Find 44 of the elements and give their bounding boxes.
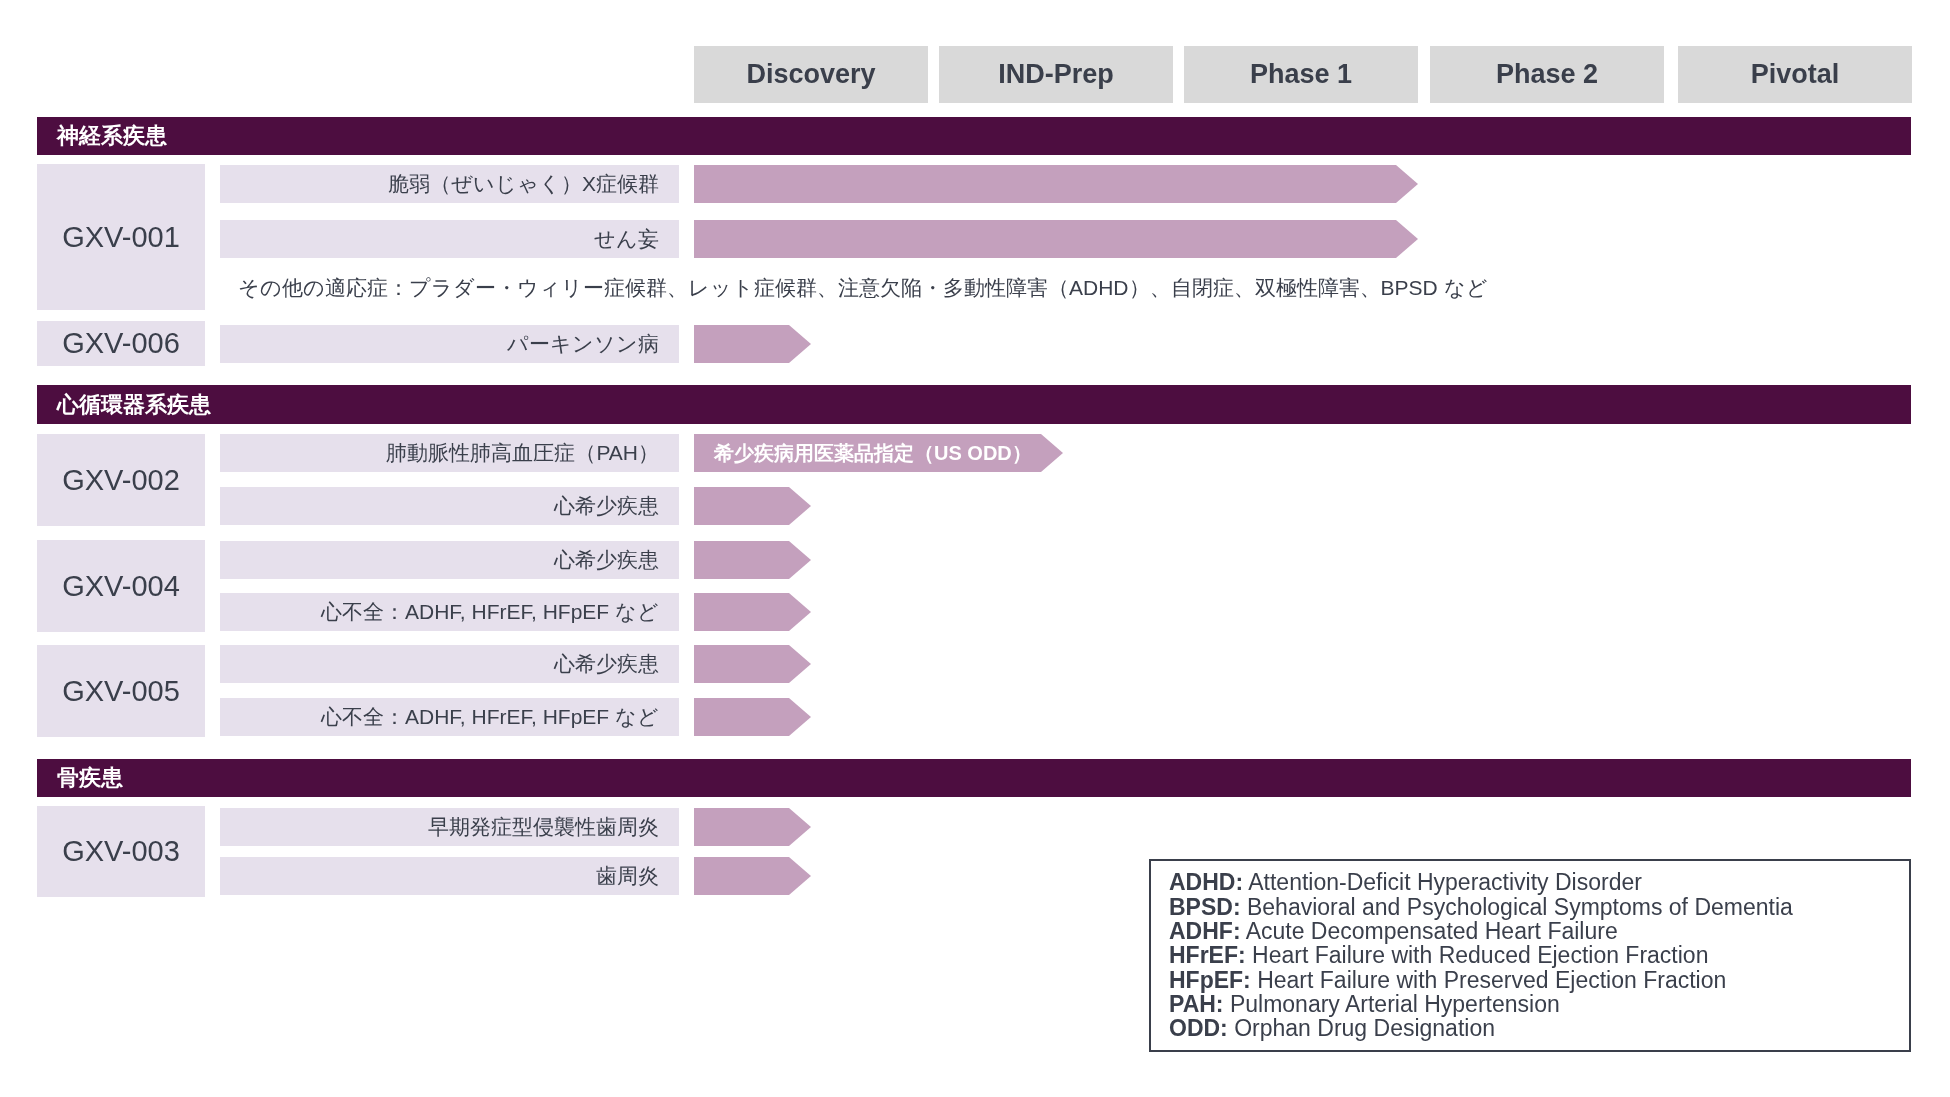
indication-box: パーキンソン病	[220, 325, 679, 363]
indication-box: 心希少疾患	[220, 541, 679, 579]
stage-progress-bar	[694, 857, 811, 895]
stage-progress-bar	[694, 541, 811, 579]
glossary-entry: BPSD: Behavioral and Psychological Symptoms of Dementia	[1169, 894, 1793, 919]
program-box: GXV-006	[37, 321, 205, 366]
note-text: その他の適応症：プラダー・ウィリー症候群、レット症候群、注意欠陥・多動性障害（ADHD）、自閉症、双極性障害、BPSD など	[238, 275, 1488, 301]
stage-progress-bar	[694, 487, 811, 525]
glossary-entry: PAH: Pulmonary Arterial Hypertension	[1169, 992, 1560, 1017]
stage-progress-bar	[694, 165, 1418, 203]
stage-progress-bar	[694, 808, 811, 846]
category-band: 神経系疾患	[37, 117, 1911, 155]
stage-progress-bar	[694, 645, 811, 683]
indication-box: 心希少疾患	[220, 487, 679, 525]
program-box: GXV-001	[37, 164, 205, 310]
indication-box: 歯周炎	[220, 857, 679, 895]
glossary-entry: HFrEF: Heart Failure with Reduced Ejection Fraction	[1169, 943, 1709, 968]
stage-progress-bar	[694, 698, 811, 736]
phase-header: Phase 2	[1430, 46, 1664, 103]
program-box: GXV-002	[37, 434, 205, 526]
stage-progress-bar: 希少疾病用医薬品指定（US ODD）	[694, 434, 1063, 472]
glossary-entry: ADHD: Attention-Deficit Hyperactivity Disorder	[1169, 870, 1642, 895]
indication-box: 心希少疾患	[220, 645, 679, 683]
category-band: 骨疾患	[37, 759, 1911, 797]
phase-header: Discovery	[694, 46, 928, 103]
stage-progress-bar	[694, 325, 811, 363]
indication-box: 心不全：ADHF, HFrEF, HFpEF など	[220, 593, 679, 631]
glossary-entry: HFpEF: Heart Failure with Preserved Ejection Fraction	[1169, 967, 1727, 993]
phase-header: IND-Prep	[939, 46, 1173, 103]
indication-box: 脆弱（ぜいじゃく）X症候群	[220, 165, 679, 203]
glossary-box	[1149, 859, 1911, 1052]
glossary-entry: ODD: Orphan Drug Designation	[1169, 1016, 1495, 1041]
phase-header: Phase 1	[1184, 46, 1418, 103]
phase-header: Pivotal	[1678, 46, 1912, 103]
category-band: 心循環器系疾患	[37, 385, 1911, 424]
program-box: GXV-005	[37, 645, 205, 737]
indication-box: 早期発症型侵襲性歯周炎	[220, 808, 679, 846]
stage-progress-bar	[694, 593, 811, 631]
indication-box: せん妄	[220, 220, 679, 258]
program-box: GXV-003	[37, 806, 205, 897]
indication-box: 心不全：ADHF, HFrEF, HFpEF など	[220, 698, 679, 736]
program-box: GXV-004	[37, 540, 205, 632]
indication-box: 肺動脈性肺高血圧症（PAH）	[220, 434, 679, 472]
stage-progress-bar	[694, 220, 1418, 258]
